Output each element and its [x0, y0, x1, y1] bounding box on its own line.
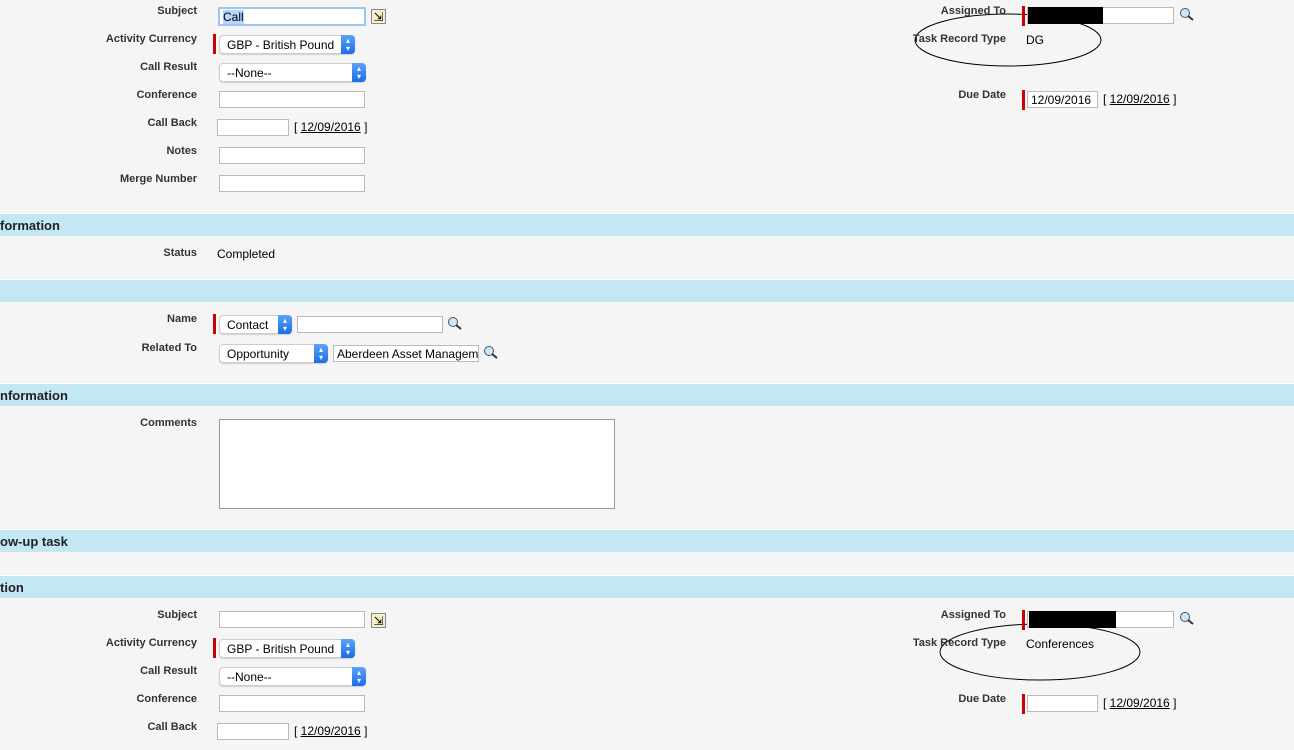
related-to-input[interactable]: Aberdeen Asset Management — [333, 345, 479, 362]
call-result-select[interactable]: --None--▴▾ — [219, 667, 366, 686]
related-to-label: Related To — [141, 342, 197, 354]
comments-textarea[interactable] — [219, 419, 615, 509]
due-date-label: Due Date — [958, 89, 1006, 101]
call-back-date-link[interactable]: 12/09/2016 — [300, 724, 361, 738]
redacted-block — [1029, 611, 1116, 628]
conference-input[interactable] — [219, 91, 365, 108]
status-label: Status — [163, 247, 197, 259]
subject-input[interactable] — [219, 611, 365, 628]
due-date-today: [ 12/09/2016 ] — [1103, 92, 1177, 106]
conference-input[interactable] — [219, 695, 365, 712]
chevron-updown-icon: ▴▾ — [341, 639, 355, 658]
assigned-to-label: Assigned To — [940, 5, 1006, 17]
assigned-to-label: Assigned To — [940, 609, 1006, 621]
currency-label: Activity Currency — [105, 33, 197, 45]
call-result-select[interactable]: --None--▴▾ — [219, 63, 366, 82]
due-date-link[interactable]: 12/09/2016 — [1109, 696, 1170, 710]
record-type-value: DG — [1026, 33, 1044, 47]
required-marker — [213, 314, 216, 334]
section-header — [0, 279, 1294, 302]
due-date-label: Due Date — [958, 693, 1006, 705]
due-date-link[interactable]: 12/09/2016 — [1109, 92, 1170, 106]
call-result-label: Call Result — [140, 665, 197, 677]
chevron-updown-icon: ▴▾ — [314, 344, 328, 363]
subject-input[interactable]: Call — [218, 7, 366, 26]
chevron-updown-icon: ▴▾ — [341, 35, 355, 54]
conference-label: Conference — [136, 693, 197, 705]
required-marker — [213, 638, 216, 658]
currency-select[interactable]: GBP - British Pound▴▾ — [219, 639, 355, 658]
call-back-input[interactable] — [217, 723, 289, 740]
section-header: formation — [0, 213, 1294, 236]
redacted-block — [1028, 7, 1103, 24]
call-back-today: [ 12/09/2016 ] — [294, 724, 368, 738]
required-marker — [1022, 694, 1025, 714]
subject-label: Subject — [157, 5, 197, 17]
required-marker — [1022, 6, 1025, 26]
name-input[interactable] — [297, 316, 443, 333]
call-back-today: [ 12/09/2016 ] — [294, 120, 368, 134]
chevron-updown-icon: ▴▾ — [352, 667, 366, 686]
lookup-icon[interactable] — [1179, 611, 1195, 626]
subject-label: Subject — [157, 609, 197, 621]
name-label: Name — [167, 313, 197, 325]
chevron-updown-icon: ▴▾ — [352, 63, 366, 82]
record-type-value: Conferences — [1026, 637, 1095, 651]
merge-number-input[interactable] — [219, 175, 365, 192]
record-type-label: Task Record Type — [912, 33, 1006, 45]
lookup-icon[interactable] — [483, 345, 499, 360]
lookup-icon[interactable] — [447, 316, 463, 331]
call-result-label: Call Result — [140, 61, 197, 73]
notes-input[interactable] — [219, 147, 365, 164]
required-marker — [1022, 610, 1025, 630]
chevron-updown-icon: ▴▾ — [278, 315, 292, 334]
status-value: Completed — [217, 247, 276, 261]
record-type-label: Task Record Type — [912, 637, 1006, 649]
notes-label: Notes — [166, 145, 197, 157]
conference-label: Conference — [136, 89, 197, 101]
required-marker — [213, 34, 216, 54]
call-back-label: Call Back — [147, 117, 197, 129]
due-date-today: [ 12/09/2016 ] — [1103, 696, 1177, 710]
call-back-date-link[interactable]: 12/09/2016 — [300, 120, 361, 134]
section-header: nformation — [0, 383, 1294, 406]
related-type-select[interactable]: Opportunity▴▾ — [219, 344, 328, 363]
combobox-icon[interactable]: ⇲ — [371, 9, 386, 24]
name-type-select[interactable]: Contact▴▾ — [219, 315, 292, 334]
call-back-input[interactable] — [217, 119, 289, 136]
comments-label: Comments — [140, 417, 197, 429]
due-date-input[interactable]: 12/09/2016 — [1027, 91, 1098, 108]
merge-number-label: Merge Number — [119, 173, 197, 185]
currency-select[interactable]: GBP - British Pound▴▾ — [219, 35, 355, 54]
due-date-input[interactable] — [1027, 695, 1098, 712]
lookup-icon[interactable] — [1179, 7, 1195, 22]
combobox-icon[interactable]: ⇲ — [371, 613, 386, 628]
section-header: ow-up task — [0, 529, 1294, 552]
section-header: tion — [0, 575, 1294, 598]
currency-label: Activity Currency — [105, 637, 197, 649]
call-back-label: Call Back — [147, 721, 197, 733]
required-marker — [1022, 90, 1025, 110]
